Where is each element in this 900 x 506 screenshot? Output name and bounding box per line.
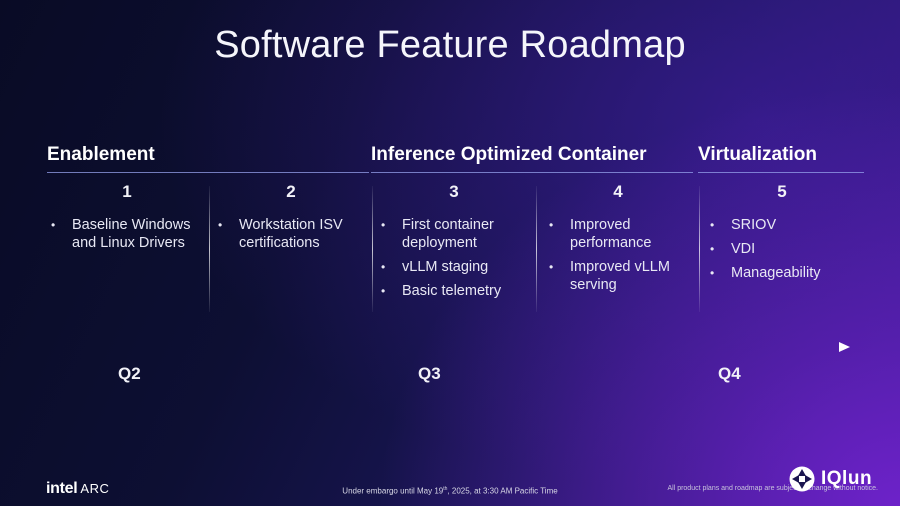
column-number: 5 [777,182,787,201]
feature-list-col2: Workstation ISV certifications [218,216,368,258]
column-number: 1 [122,182,132,201]
quarter-label-q2: Q2 [118,364,141,383]
aperture-icon [789,466,815,492]
list-item: Baseline Windows and Linux Drivers [51,216,201,252]
timeline-arrow [34,342,850,352]
list-item: Improved vLLM serving [549,258,679,294]
section-title-virtualization: Virtualization [698,144,817,165]
embargo-text-end: , 2025, at 3:30 AM Pacific Time [447,486,558,496]
section-divider-enablement [47,172,369,173]
list-item: vLLM staging [381,258,531,276]
column-divider [372,186,373,312]
section-divider-inference [371,172,693,173]
section-title-enablement: Enablement [47,144,155,165]
list-item: Manageability [710,264,860,282]
feature-list-col5: SRIOV VDI Manageability [710,216,860,288]
feature-list-col1: Baseline Windows and Linux Drivers [51,216,201,258]
list-item: SRIOV [710,216,860,234]
embargo-text: Under embargo until May 19 [342,486,444,496]
column-number: 4 [613,182,623,201]
page-title: Software Feature Roadmap [214,24,686,66]
section-title-inference: Inference Optimized Container [371,144,647,165]
disclaimer: All product plans and roadmap are subjec… [667,485,878,492]
feature-list-col3: First container deployment vLLM staging … [381,216,531,306]
list-item: First container deployment [381,216,531,252]
list-item: VDI [710,240,860,258]
feature-list-col4: Improved performance Improved vLLM servi… [549,216,679,300]
column-divider [209,186,210,312]
embargo-sup: th [443,486,448,492]
column-number: 3 [449,182,459,201]
quarter-label-q3: Q3 [418,364,441,383]
logo-text: IQlun [821,468,873,489]
list-item: Workstation ISV certifications [218,216,368,252]
intel-wordmark: intel [46,480,78,497]
arc-wordmark: ARC [80,481,110,496]
list-item: Basic telemetry [381,282,531,300]
column-number: 2 [286,182,296,201]
quarter-label-q4: Q4 [718,364,741,383]
section-divider-virtualization [698,172,864,173]
embargo-notice: Under embargo until May 19th, 2025, at 3… [0,486,900,496]
list-item: Improved performance [549,216,679,252]
column-divider [699,186,700,312]
iqlun-logo: IQlun [788,465,872,493]
column-divider [536,186,537,312]
